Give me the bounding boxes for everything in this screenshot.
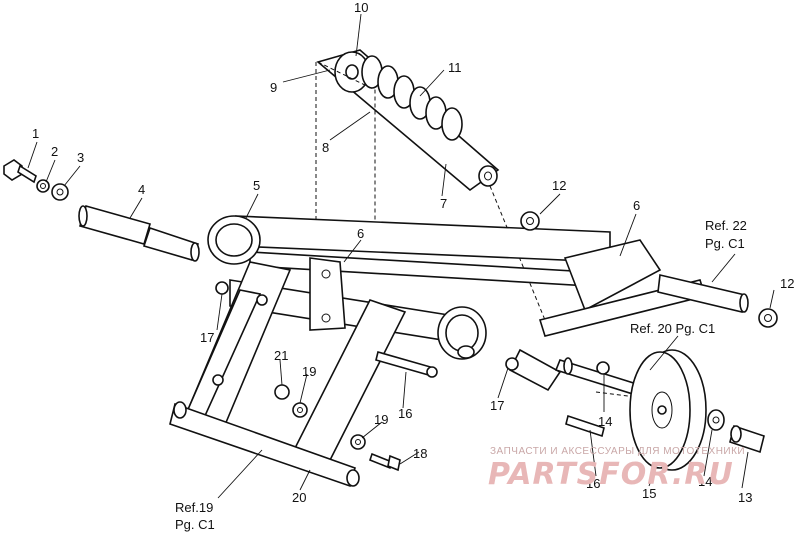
spacer-4a <box>78 205 152 245</box>
ref-20: Ref. 20 Pg. C1 <box>630 321 715 336</box>
callout-11: 11 <box>448 60 462 75</box>
spacer-4b <box>142 226 200 261</box>
spacer-14-upper <box>596 361 610 375</box>
watermark-tagline: ЗАПЧАСТИ И АКСЕССУАРЫ ДЛЯ МОТОТЕХНИКИ <box>490 446 745 457</box>
callout-17-right: 17 <box>490 398 504 413</box>
washer-19-b <box>350 434 366 450</box>
nut-17-right <box>505 357 519 371</box>
washer-3 <box>51 183 69 201</box>
bracket-6-right <box>563 239 662 312</box>
callout-14-upper: 14 <box>598 414 612 429</box>
washer-12-top <box>520 211 540 231</box>
lower-bracket <box>508 348 562 392</box>
bracket-6-left <box>309 257 346 331</box>
axle-ref22 <box>657 274 746 313</box>
nut-17-left <box>215 281 229 295</box>
lockwasher-2 <box>36 179 50 193</box>
callout-6-left: 6 <box>357 226 364 241</box>
callout-labels: 1 2 3 4 5 6 6 7 8 9 10 11 12 12 13 14 14… <box>32 0 794 505</box>
callout-20: 20 <box>292 490 306 505</box>
lower-rod-20 <box>169 402 356 488</box>
shock-spring <box>361 55 463 141</box>
callout-9: 9 <box>270 80 277 95</box>
callout-12-top: 12 <box>552 178 566 193</box>
washer-14 <box>707 409 725 431</box>
middle-hardware <box>274 351 438 472</box>
front-arm-assembly <box>207 215 611 360</box>
callout-4: 4 <box>138 182 145 197</box>
callout-10: 10 <box>354 0 368 15</box>
callout-5: 5 <box>253 178 260 193</box>
callout-6-right: 6 <box>633 198 640 213</box>
watermark: ЗАПЧАСТИ И АКСЕССУАРЫ ДЛЯ МОТОТЕХНИКИ PA… <box>488 446 745 492</box>
bolt-16-right <box>565 414 605 438</box>
callout-13: 13 <box>738 490 752 505</box>
reference-notes: Ref. 22 Pg. C1 Ref. 20 Pg. C1 Ref.19 Pg.… <box>175 218 747 532</box>
callout-3: 3 <box>77 150 84 165</box>
washer-12-right <box>758 308 778 328</box>
washer-19-a <box>292 402 308 418</box>
bolt-16-middle <box>375 351 435 377</box>
callout-18: 18 <box>413 446 427 461</box>
rear-arm-assembly <box>169 257 407 488</box>
callout-1: 1 <box>32 126 39 141</box>
callout-8: 8 <box>322 140 329 155</box>
bolt-shank-1 <box>17 164 37 184</box>
ref-19-line2: Pg. C1 <box>175 517 215 532</box>
callout-2: 2 <box>51 144 58 159</box>
shock-absorber <box>316 49 500 192</box>
callout-12-right: 12 <box>780 276 794 291</box>
callout-7: 7 <box>440 196 447 211</box>
callout-16-right: 16 <box>586 476 600 491</box>
callout-19-upper: 19 <box>302 364 316 379</box>
ref-22-line1: Ref. 22 <box>705 218 747 233</box>
nut-21 <box>274 384 290 400</box>
right-assembly <box>505 211 778 471</box>
callout-14-lower: 14 <box>698 474 712 489</box>
leader-lines <box>27 13 775 499</box>
callout-19-lower: 19 <box>374 412 388 427</box>
shock-top-hole <box>345 64 359 80</box>
callout-15: 15 <box>642 486 656 501</box>
shock-bottom-eye <box>478 165 498 187</box>
ref-22-line2: Pg. C1 <box>705 236 745 251</box>
bolt-18 <box>369 452 393 470</box>
front-hardware <box>3 159 200 262</box>
callout-16-middle: 16 <box>398 406 412 421</box>
watermark-brand: PARTSFOR.RU <box>488 457 734 492</box>
callout-17-left: 17 <box>200 330 214 345</box>
ref-19-line1: Ref.19 <box>175 500 213 515</box>
callout-21: 21 <box>274 348 288 363</box>
